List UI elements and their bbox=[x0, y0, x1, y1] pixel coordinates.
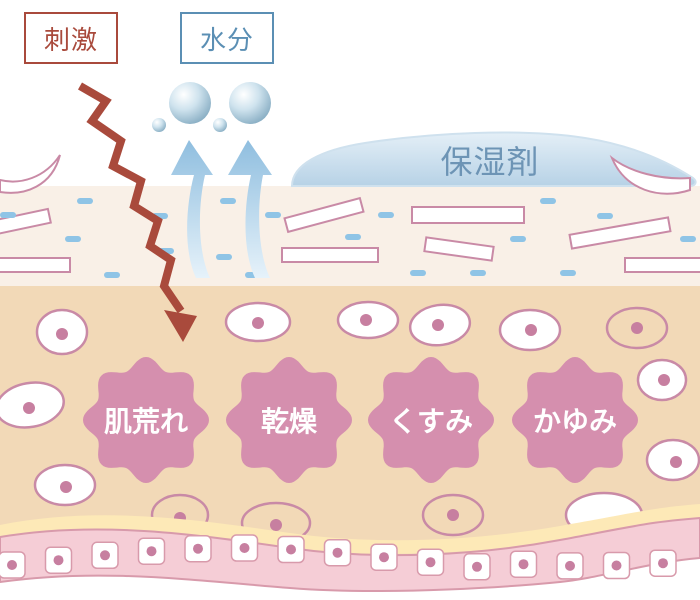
basal-cell-nucleus bbox=[53, 555, 64, 566]
moisture-arrows bbox=[171, 140, 272, 278]
water-marks bbox=[0, 198, 696, 278]
symptom-dryness: 乾燥 bbox=[219, 350, 359, 490]
basal-cell-nucleus bbox=[472, 561, 482, 572]
scalloped-badge bbox=[226, 357, 352, 483]
water-drop-large-right bbox=[229, 82, 271, 124]
water-drop-large-left bbox=[169, 82, 211, 124]
basal-cell-nucleus bbox=[518, 559, 529, 570]
water-drop-small-left bbox=[152, 118, 166, 132]
basal-cell-nucleus bbox=[379, 552, 389, 563]
symptom-rough-skin: 肌荒れ bbox=[76, 350, 216, 490]
moisture-label: 水分 bbox=[180, 12, 274, 64]
symptom-label: 乾燥 bbox=[260, 405, 317, 438]
basal-cell-nucleus bbox=[332, 547, 343, 558]
symptom-label: かゆみ bbox=[532, 405, 617, 438]
basal-cells bbox=[0, 534, 677, 581]
basal-cell-nucleus bbox=[658, 558, 668, 569]
basal-cell-nucleus bbox=[286, 544, 296, 555]
water-droplets bbox=[152, 82, 271, 132]
stimulus-label: 刺激 bbox=[24, 12, 118, 64]
basal-cell-nucleus bbox=[146, 546, 157, 557]
basal-cell-nucleus bbox=[611, 560, 622, 571]
scalloped-badge bbox=[83, 357, 209, 483]
scalloped-badge bbox=[368, 357, 494, 483]
horny-layer-flakes bbox=[0, 154, 700, 273]
moisturizer-layer bbox=[290, 131, 697, 187]
moisturizer-label: 保湿剤 bbox=[440, 143, 540, 181]
basement-membrane bbox=[0, 504, 700, 554]
basal-cell-nucleus bbox=[100, 550, 110, 561]
symptom-label: 肌荒れ bbox=[103, 405, 188, 438]
basal-cell-nucleus bbox=[7, 560, 17, 570]
basal-cell-nucleus bbox=[565, 560, 575, 571]
symptom-label: くすみ bbox=[388, 405, 473, 438]
moisture-arrow-right bbox=[228, 140, 272, 278]
moisture-arrow-left bbox=[171, 140, 213, 278]
scalloped-badge bbox=[512, 357, 638, 483]
stimulus-arrow bbox=[78, 82, 197, 342]
water-drop-small-right bbox=[213, 118, 227, 132]
cell-nuclei bbox=[23, 314, 682, 531]
basal-cell-nucleus bbox=[425, 557, 436, 568]
symptom-itchiness: かゆみ bbox=[505, 350, 645, 490]
basal-cell-nucleus bbox=[193, 543, 203, 554]
symptom-dullness: くすみ bbox=[361, 350, 501, 490]
basal-cell-nucleus bbox=[239, 543, 250, 553]
